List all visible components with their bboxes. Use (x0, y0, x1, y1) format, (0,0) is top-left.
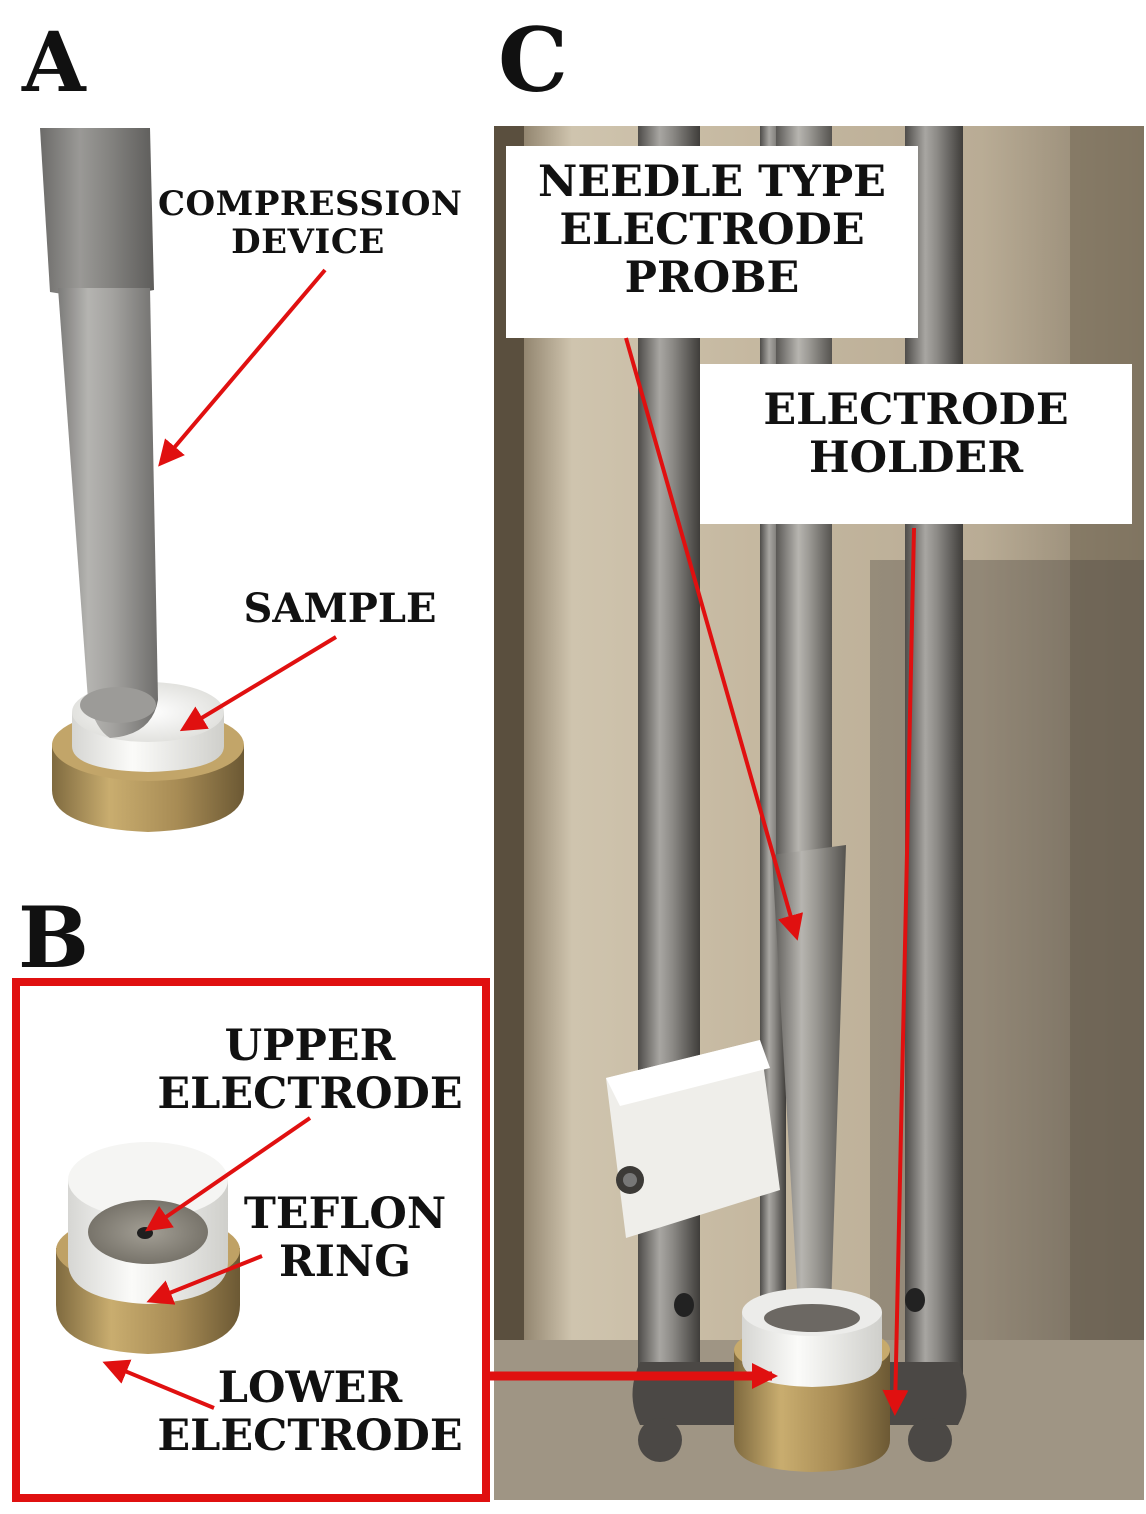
label-needle-probe: NEEDLE TYPE ELECTRODE PROBE (538, 157, 886, 304)
arrow-needle-probe (624, 337, 804, 941)
label-upper-electrode: UPPER ELECTRODE (157, 1021, 463, 1120)
label-box-needle-probe (506, 146, 918, 338)
electrode-holder-photo (494, 126, 1144, 1500)
label-compression-device: COMPRESSION DEVICE (158, 184, 463, 263)
label-electrode-holder: ELECTRODE HOLDER (763, 385, 1069, 484)
panel-letter-a: A (22, 15, 86, 111)
panel-letter-c: C (498, 8, 569, 112)
label-lower-electrode: LOWER ELECTRODE (157, 1363, 463, 1462)
panel-b-frame (12, 978, 490, 1502)
arrow-upper-electrode (145, 1116, 312, 1232)
label-box-electrode-holder (700, 364, 1132, 524)
panel-letter-b: B (18, 888, 89, 987)
arrow-sample (179, 635, 338, 732)
label-sample: SAMPLE (243, 585, 437, 632)
label-teflon-ring: TEFLON RING (243, 1189, 447, 1288)
arrow-electrode-holder (882, 527, 916, 1416)
arrow-teflon-ring (146, 1254, 263, 1305)
arrow-compression-device (158, 268, 327, 467)
arrow-lower-electrode (102, 1359, 215, 1410)
